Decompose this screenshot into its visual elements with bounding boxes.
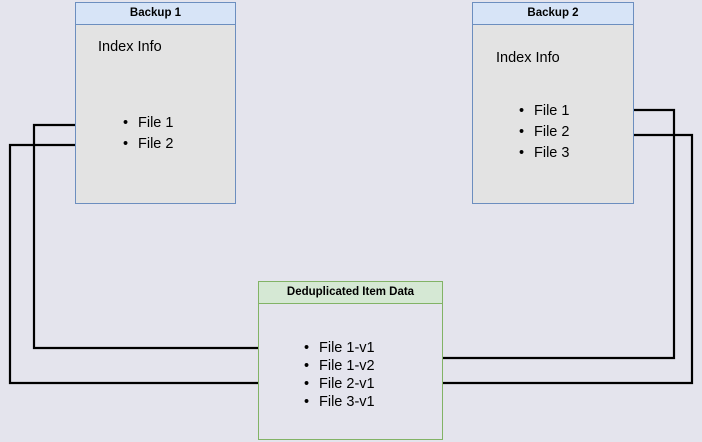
backup1-file-list: File 1 File 2	[123, 113, 173, 155]
backup2-index-label: Index Info	[496, 50, 560, 66]
backup1-title: Backup 1	[76, 3, 235, 25]
backup2-title: Backup 2	[473, 3, 633, 25]
dedup-title: Deduplicated Item Data	[259, 282, 442, 304]
backup2-box[interactable]: Backup 2 Index Info File 1 File 2 File 3	[472, 2, 634, 204]
list-item: File 1-v1	[304, 339, 375, 357]
list-item: File 3	[519, 143, 569, 164]
backup1-index-label: Index Info	[98, 39, 162, 55]
list-item: File 2	[519, 122, 569, 143]
dedup-item-list: File 1-v1 File 1-v2 File 2-v1 File 3-v1	[304, 339, 375, 411]
deduplicated-item-data-box[interactable]: Deduplicated Item Data File 1-v1 File 1-…	[258, 281, 443, 440]
list-item: File 1-v2	[304, 357, 375, 375]
list-item: File 2-v1	[304, 375, 375, 393]
list-item: File 1	[519, 101, 569, 122]
backup1-box[interactable]: Backup 1 Index Info File 1 File 2	[75, 2, 236, 204]
list-item: File 1	[123, 113, 173, 134]
list-item: File 3-v1	[304, 393, 375, 411]
backup2-file-list: File 1 File 2 File 3	[519, 101, 569, 164]
list-item: File 2	[123, 134, 173, 155]
